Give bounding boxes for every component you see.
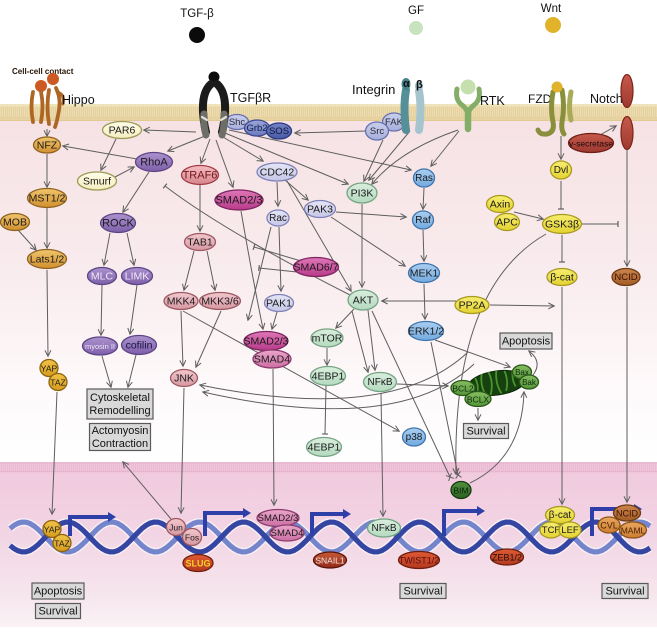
svg-text:Raf: Raf <box>415 215 431 226</box>
svg-text:SMAD6/7: SMAD6/7 <box>294 262 339 274</box>
svg-text:NFZ: NFZ <box>37 140 58 152</box>
svg-text:FZD: FZD <box>528 92 552 106</box>
svg-text:MLC: MLC <box>91 271 114 283</box>
svg-text:SMAD2/3: SMAD2/3 <box>244 336 289 348</box>
svg-text:Actomyosin: Actomyosin <box>92 425 149 437</box>
svg-text:YAP: YAP <box>41 364 58 374</box>
svg-text:SMAD2/3: SMAD2/3 <box>258 513 299 524</box>
svg-text:BCL2: BCL2 <box>452 384 474 394</box>
svg-text:Lats1/2: Lats1/2 <box>30 254 65 266</box>
svg-text:TAZ: TAZ <box>54 539 69 549</box>
svg-text:Notch: Notch <box>590 92 623 106</box>
svg-text:YAP: YAP <box>44 525 61 535</box>
svg-text:TCF: TCF <box>542 525 561 536</box>
svg-text:TRAF6: TRAF6 <box>183 170 218 182</box>
svg-text:Survival: Survival <box>403 586 442 598</box>
svg-text:Jun: Jun <box>169 523 183 533</box>
svg-text:TWIST1/2: TWIST1/2 <box>399 556 440 566</box>
svg-text:mTOR: mTOR <box>312 333 343 345</box>
svg-text:MAML: MAML <box>621 526 646 536</box>
svg-text:α: α <box>403 78 410 90</box>
svg-text:4EBP1: 4EBP1 <box>308 442 341 454</box>
svg-text:p38: p38 <box>406 432 423 443</box>
svg-text:β: β <box>416 79 423 91</box>
svg-text:TAB1: TAB1 <box>187 237 213 249</box>
svg-text:cofilin: cofilin <box>126 340 153 352</box>
svg-text:Rac: Rac <box>269 213 287 224</box>
svg-text:Fos: Fos <box>185 533 199 543</box>
svg-text:Survival: Survival <box>38 606 77 618</box>
svg-text:FAK: FAK <box>385 117 404 128</box>
svg-text:Survival: Survival <box>466 426 505 438</box>
svg-text:Ras: Ras <box>415 173 433 184</box>
svg-text:Axin: Axin <box>490 199 511 211</box>
svg-text:ZEB1/2: ZEB1/2 <box>492 553 522 563</box>
svg-text:NFκB: NFκB <box>368 377 393 388</box>
svg-text:Src: Src <box>370 126 385 137</box>
svg-text:APC: APC <box>496 217 518 229</box>
svg-text:Apoptosis: Apoptosis <box>502 336 551 348</box>
svg-text:Hippo: Hippo <box>62 93 95 107</box>
svg-text:Dvl: Dvl <box>554 165 568 176</box>
svg-text:TAZ: TAZ <box>50 378 65 388</box>
svg-text:TGF-β: TGF-β <box>180 8 214 20</box>
svg-text:Bak: Bak <box>522 378 537 387</box>
svg-text:MOB: MOB <box>3 217 27 229</box>
svg-text:Integrin: Integrin <box>352 82 395 97</box>
svg-text:NFκB: NFκB <box>372 523 397 534</box>
svg-text:SMAD4: SMAD4 <box>254 354 290 366</box>
svg-text:AKT: AKT <box>353 295 374 307</box>
svg-text:LIMK: LIMK <box>125 271 150 283</box>
svg-text:SLUG: SLUG <box>185 559 210 569</box>
svg-text:PI3K: PI3K <box>351 188 374 200</box>
svg-text:MST1/2: MST1/2 <box>29 193 66 205</box>
svg-text:Grb2: Grb2 <box>246 123 267 134</box>
svg-text:Remodelling: Remodelling <box>89 405 150 417</box>
svg-text:MKK4: MKK4 <box>167 296 196 308</box>
svg-text:SMAD4: SMAD4 <box>271 528 304 539</box>
svg-text:Contraction: Contraction <box>92 438 148 450</box>
svg-text:Cell-cell contact: Cell-cell contact <box>12 67 74 76</box>
svg-text:PAK3: PAK3 <box>307 204 333 216</box>
svg-text:CVL: CVL <box>600 521 618 531</box>
svg-text:SMAD2/3: SMAD2/3 <box>215 195 262 207</box>
svg-text:TGFβR: TGFβR <box>230 91 271 105</box>
svg-text:GF: GF <box>408 5 424 17</box>
svg-text:ERK1/2: ERK1/2 <box>408 326 444 338</box>
svg-text:Survival: Survival <box>605 586 644 598</box>
svg-text:RhoA: RhoA <box>140 157 168 169</box>
svg-text:BIM: BIM <box>453 486 468 496</box>
svg-text:Smurf: Smurf <box>83 176 111 188</box>
svg-text:MKK3/6: MKK3/6 <box>201 296 239 308</box>
svg-text:β-cat: β-cat <box>549 510 572 521</box>
svg-text:SOS: SOS <box>269 126 289 137</box>
svg-text:myosin II: myosin II <box>85 342 115 351</box>
svg-text:Wnt: Wnt <box>541 3 562 15</box>
svg-text:Cytoskeletal: Cytoskeletal <box>90 392 150 404</box>
svg-text:ROCK: ROCK <box>102 218 134 230</box>
svg-text:NCID: NCID <box>616 509 638 519</box>
svg-text:β-cat: β-cat <box>550 272 574 284</box>
svg-text:GSK3β: GSK3β <box>545 219 579 231</box>
svg-text:RTK: RTK <box>480 94 505 108</box>
svg-text:NCID: NCID <box>614 272 637 283</box>
svg-text:CDC42: CDC42 <box>260 167 295 179</box>
svg-text:PAK1: PAK1 <box>266 298 292 310</box>
svg-text:PAR6: PAR6 <box>109 125 136 137</box>
svg-text:Shc: Shc <box>229 117 246 128</box>
svg-text:Apoptosis: Apoptosis <box>34 586 83 598</box>
svg-text:BCLX: BCLX <box>467 395 490 405</box>
svg-text:γ-secretase: γ-secretase <box>569 139 613 149</box>
svg-text:JNK: JNK <box>174 373 194 385</box>
svg-text:4EBP1: 4EBP1 <box>312 371 345 383</box>
svg-text:Bax: Bax <box>515 368 529 377</box>
svg-text:SNAIL1: SNAIL1 <box>315 556 345 566</box>
svg-text:MEK1: MEK1 <box>410 268 439 280</box>
svg-text:PP2A: PP2A <box>459 300 486 312</box>
svg-text:LEF: LEF <box>561 525 579 536</box>
